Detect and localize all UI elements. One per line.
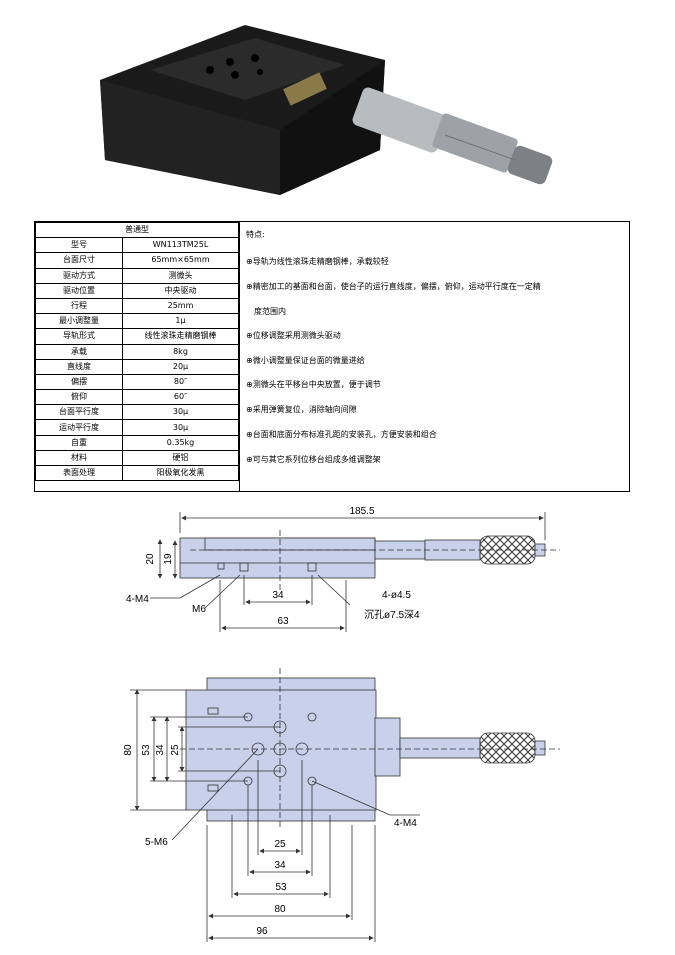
table-row: 驱动位置中央驱动: [35, 282, 239, 299]
dim-63-side: 63: [277, 616, 289, 627]
label-hole-side: 4-ø4.5: [382, 590, 411, 601]
product-photo: [100, 25, 553, 195]
dim-w80: 80: [274, 904, 286, 915]
feature-item: ⊕台面和底面分布标准孔距的安装孔，方便安装和组合: [246, 430, 437, 439]
dim-h34: 34: [155, 744, 166, 756]
dim-h80: 80: [123, 744, 134, 756]
feature-item: ⊕采用弹簧复位，消除轴向间隙: [246, 405, 357, 414]
feature-item: ⊕微小调整量保证台面的微量进给: [246, 356, 365, 365]
feature-item: ⊕位移调整采用测微头驱动: [246, 331, 341, 340]
top-view: [130, 668, 560, 942]
label-counterbore: 沉孔ø7.5深4: [364, 608, 420, 621]
label-m4-top: 4-M4: [394, 818, 417, 829]
dim-w96: 96: [256, 926, 268, 937]
dim-height-inner: 19: [163, 553, 174, 565]
label-m6-side: M6: [192, 604, 206, 615]
feature-item: ⊕测微头在平移台中央放置，便于调节: [246, 380, 381, 389]
feature-item: ⊕导轨为线性滚珠走精磨钢棒，承载较轻: [246, 257, 389, 266]
label-m6-top: 5-M6: [145, 837, 168, 848]
dim-w25: 25: [274, 839, 286, 850]
dim-w53: 53: [275, 882, 287, 893]
label-m4-side: 4-M4: [126, 594, 149, 605]
dim-height-outer: 20: [145, 553, 156, 565]
dim-overall: 185.5: [349, 506, 374, 517]
feature-item: ⊕可与其它系列位移台组成多维调整架: [246, 455, 381, 464]
dim-h25: 25: [170, 744, 181, 756]
table-row: 表面处理阳极氧化发黑: [35, 464, 239, 482]
dim-h53: 53: [141, 744, 152, 756]
features-title: 特点:: [246, 230, 265, 239]
side-view: [150, 512, 560, 632]
feature-item: 度范围内: [254, 307, 286, 316]
features-panel: 特点: ⊕导轨为线性滚珠走精磨钢棒，承载较轻 ⊕精密加工的基面和台面，使台子的运…: [239, 222, 629, 491]
dim-34-side: 34: [272, 590, 284, 601]
table-row: 导轨形式线性滚珠走精磨钢棒: [35, 328, 239, 345]
feature-item: ⊕精密加工的基面和台面，使台子的运行直线度，偏摆，俯仰，运动平行度在一定精: [246, 282, 541, 291]
dim-w34: 34: [274, 860, 286, 871]
